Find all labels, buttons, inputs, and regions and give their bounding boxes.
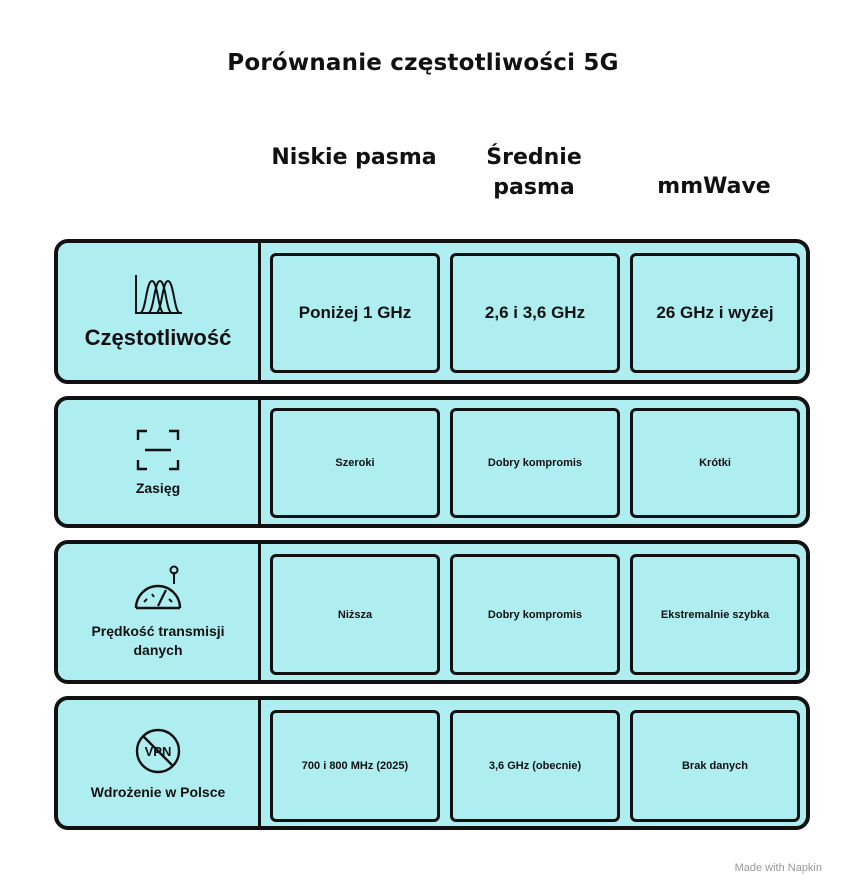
row-frequency: Częstotliwość Poniżej 1 GHz 2,6 i 3,6 GH…	[54, 239, 810, 384]
column-header-low-band: Niskie pasma	[271, 145, 437, 170]
speedometer-icon	[134, 565, 182, 610]
cell-mmwave: 26 GHz i wyżej	[630, 253, 800, 373]
cell-low-band: Szeroki	[270, 408, 440, 518]
scan-frame-icon	[136, 429, 180, 471]
row-speed: Prędkość transmisji danych Niższa Dobry …	[54, 540, 810, 684]
cell-mid-band: Dobry kompromis	[450, 554, 620, 675]
cell-low-band: Niższa	[270, 554, 440, 675]
column-header-mid-band: Średnie pasma	[486, 145, 582, 200]
row-label-text: Wdrożenie w Polsce	[90, 784, 226, 800]
row-label-speed: Prędkość transmisji danych	[58, 544, 261, 680]
row-deployment-poland: VPN Wdrożenie w Polsce 700 i 800 MHz (20…	[54, 696, 810, 830]
page-title: Porównanie częstotliwości 5G	[227, 50, 619, 76]
cell-mid-band: 2,6 i 3,6 GHz	[450, 253, 620, 373]
column-header-mmwave: mmWave	[657, 174, 771, 199]
cell-mmwave: Krótki	[630, 408, 800, 518]
frequency-curves-icon	[135, 274, 182, 314]
row-label-text: Prędkość transmisji danych	[91, 623, 225, 658]
row-range: Zasięg Szeroki Dobry kompromis Krótki	[54, 396, 810, 528]
row-label-frequency: Częstotliwość	[58, 243, 261, 380]
cell-low-band: 700 i 800 MHz (2025)	[270, 710, 440, 822]
cell-mmwave: Ekstremalnie szybka	[630, 554, 800, 675]
cell-mid-band: Dobry kompromis	[450, 408, 620, 518]
cell-low-band: Poniżej 1 GHz	[270, 253, 440, 373]
svg-text:VPN: VPN	[145, 744, 172, 759]
cell-mid-band: 3,6 GHz (obecnie)	[450, 710, 620, 822]
napkin-watermark: Made with Napkin	[734, 862, 822, 874]
row-label-deployment: VPN Wdrożenie w Polsce	[58, 700, 261, 826]
row-label-text: Zasięg	[135, 480, 181, 496]
row-label-text: Częstotliwość	[84, 324, 232, 350]
row-label-range: Zasięg	[58, 400, 261, 524]
vpn-off-icon: VPN	[135, 728, 181, 774]
cell-mmwave: Brak danych	[630, 710, 800, 822]
